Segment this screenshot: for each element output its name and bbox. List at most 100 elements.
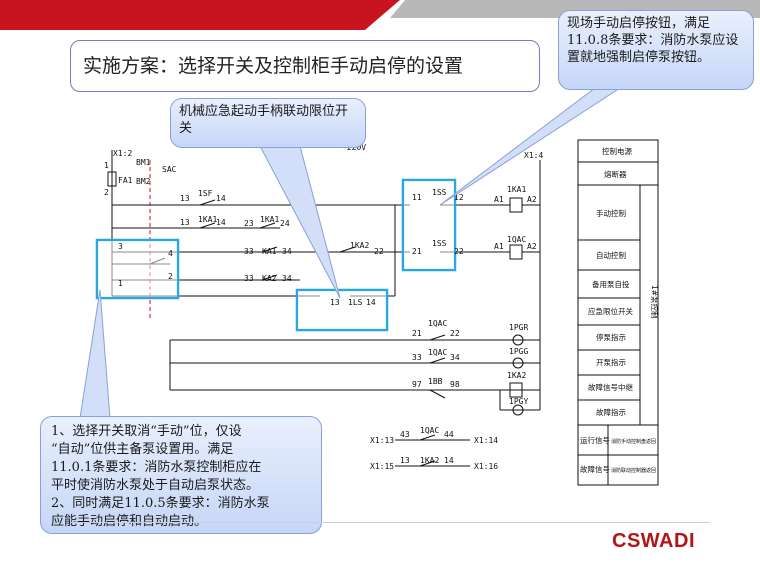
coil-1ka1: 1KA1 bbox=[507, 185, 526, 194]
terminal-x1-13: X1:13 bbox=[370, 436, 394, 445]
legend-row-standby: 备用泵自投 bbox=[592, 279, 630, 289]
legend-fault-label: 故障信号 bbox=[580, 464, 610, 474]
num-11: 11 bbox=[412, 193, 422, 202]
legend-row-fuse: 熔断器 bbox=[604, 169, 627, 179]
num-22-ss: 22 bbox=[454, 247, 464, 256]
terminal-x1-4: X1:4 bbox=[524, 151, 543, 160]
callout-bottom-line-4: 平时使消防水泵处于自动启泵状态。 bbox=[51, 478, 260, 493]
page-title: 实施方案：选择开关及控制柜手动启停的设置 bbox=[70, 40, 540, 92]
legend-run-label: 运行信号 bbox=[580, 435, 610, 445]
num-13-a: 13 bbox=[180, 194, 190, 203]
callout-top-pointer bbox=[439, 87, 622, 206]
contact-1bb: 1BB bbox=[428, 377, 443, 386]
selector-switch-highlight bbox=[95, 238, 180, 300]
callout-manual-button: 现场手动启停按钮，满足11.0.8条要求：消防水泵应设置就地强制启停泵按钮。 bbox=[558, 10, 754, 90]
num-21-ss: 21 bbox=[412, 247, 422, 256]
switch-bm2: BM2 bbox=[136, 177, 151, 186]
num-24: 24 bbox=[280, 219, 290, 228]
num-98: 98 bbox=[450, 380, 460, 389]
contact-ka2: KA2 bbox=[262, 274, 277, 283]
num-34-b: 34 bbox=[282, 274, 292, 283]
num-14-c: 14 bbox=[444, 456, 454, 465]
num-3: 3 bbox=[118, 242, 123, 251]
num-33-b: 33 bbox=[244, 274, 254, 283]
num-21-q: 21 bbox=[412, 329, 422, 338]
callout-limit-switch: 机械应急起动手柄联动限位开关 bbox=[170, 98, 366, 148]
num-34-a: 34 bbox=[282, 247, 292, 256]
num-43: 43 bbox=[400, 430, 410, 439]
legend-row-stop: 停泵指示 bbox=[596, 332, 626, 342]
contact-ka1: KA1 bbox=[262, 247, 277, 256]
legend-row-power: 控制电源 bbox=[602, 146, 632, 156]
contact-1ka1-a: 1KA1 bbox=[198, 215, 217, 224]
terminal-x1-15: X1:15 bbox=[370, 462, 394, 471]
lamp-1pgg: 1PGG bbox=[509, 347, 528, 356]
num-4: 4 bbox=[168, 249, 173, 258]
switch-bm1: BM1 bbox=[136, 158, 151, 167]
switch-sac: SAC bbox=[162, 165, 177, 174]
num-2-sw: 2 bbox=[168, 272, 173, 281]
legend-run-value: 消防手动控制盘返回 bbox=[611, 438, 656, 445]
limit-switch-highlight bbox=[295, 288, 389, 332]
num-23: 23 bbox=[244, 219, 254, 228]
lamp-1pgr: 1PGR bbox=[509, 323, 528, 332]
num-22-a: 22 bbox=[374, 247, 384, 256]
contact-1sf: 1SF bbox=[198, 189, 213, 198]
contact-1ls: 1LS bbox=[348, 298, 363, 307]
terminal-x1-14: X1:14 bbox=[474, 436, 498, 445]
a1-label-2: A1 bbox=[494, 242, 504, 251]
contact-1qac-b: 1QAC bbox=[428, 348, 447, 357]
legend-row-start: 开泵指示 bbox=[596, 357, 626, 367]
contact-1qac-a: 1QAC bbox=[428, 319, 447, 328]
terminal-x1-16: X1:16 bbox=[474, 462, 498, 471]
num-14-a: 14 bbox=[216, 194, 226, 203]
terminal-x1-2: X1:2 bbox=[113, 149, 132, 158]
contact-1ss-b: 1SS bbox=[432, 239, 447, 248]
lamp-1pgy: 1PGY bbox=[509, 397, 528, 406]
num-14-ls: 14 bbox=[366, 298, 376, 307]
num-12: 12 bbox=[454, 193, 464, 202]
num-33-q: 33 bbox=[412, 353, 422, 362]
callout-bottom-line-5: 2、同时满足11.0.5条要求：消防水泵 bbox=[51, 496, 270, 511]
contact-1ka1-b: 1KA1 bbox=[260, 215, 279, 224]
legend-side-label: 1#泵控制 bbox=[650, 285, 660, 319]
num-1-top: 1 bbox=[104, 161, 109, 170]
legend-fault-value: 消防联动控制器返回 bbox=[611, 467, 656, 474]
legend-row-fault-lamp: 故障指示 bbox=[596, 407, 626, 417]
num-2-top: 2 bbox=[104, 188, 109, 197]
legend-row-limit: 应急限位开关 bbox=[588, 306, 633, 316]
push-button-highlight bbox=[401, 178, 457, 272]
contact-1ss-a: 1SS bbox=[432, 188, 447, 197]
num-13-c: 13 bbox=[400, 456, 410, 465]
num-22-q: 22 bbox=[450, 329, 460, 338]
fuse-label: FA1 bbox=[118, 176, 133, 185]
contact-1ka2-a: 1KA2 bbox=[350, 241, 369, 250]
legend-row-manual: 手动控制 bbox=[596, 208, 626, 218]
legend-row-auto: 自动控制 bbox=[596, 250, 626, 260]
num-1-sw: 1 bbox=[118, 279, 123, 288]
callout-bottom-line-1: 1、选择开关取消“手动”位，仅设 bbox=[51, 424, 242, 439]
coil-1qac: 1QAC bbox=[507, 235, 526, 244]
num-13-b: 13 bbox=[180, 218, 190, 227]
callout-bottom-line-3: 11.0.1条要求：消防水泵控制柜应在 bbox=[51, 460, 262, 475]
callout-bottom-pointer bbox=[79, 289, 111, 419]
coil-1ka2: 1KA2 bbox=[507, 371, 526, 380]
legend-row-fault-relay: 故障信号中继 bbox=[588, 382, 633, 392]
callout-selector-switch: 1、选择开关取消“手动”位，仅设 “自动”位供主备泵设置用。满足 11.0.1条… bbox=[40, 416, 322, 534]
num-14-b: 14 bbox=[216, 218, 226, 227]
num-34-q: 34 bbox=[450, 353, 460, 362]
callout-bottom-line-6: 应能手动启停和自动启动。 bbox=[51, 514, 208, 529]
a2-label-1: A2 bbox=[527, 195, 537, 204]
num-33-a: 33 bbox=[244, 247, 254, 256]
callout-bottom-line-2: “自动”位供主备泵设置用。满足 bbox=[51, 442, 234, 457]
num-13-ls: 13 bbox=[330, 298, 340, 307]
a2-label-2: A2 bbox=[527, 242, 537, 251]
num-97: 97 bbox=[412, 380, 422, 389]
contact-1qac-c: 1QAC bbox=[420, 426, 439, 435]
footer-divider bbox=[70, 522, 710, 523]
a1-label-1: A1 bbox=[494, 195, 504, 204]
header-red-bar bbox=[0, 0, 400, 30]
cswadi-logo: CSWADI bbox=[612, 530, 695, 552]
contact-1ka2-b: 1KA2 bbox=[420, 456, 439, 465]
